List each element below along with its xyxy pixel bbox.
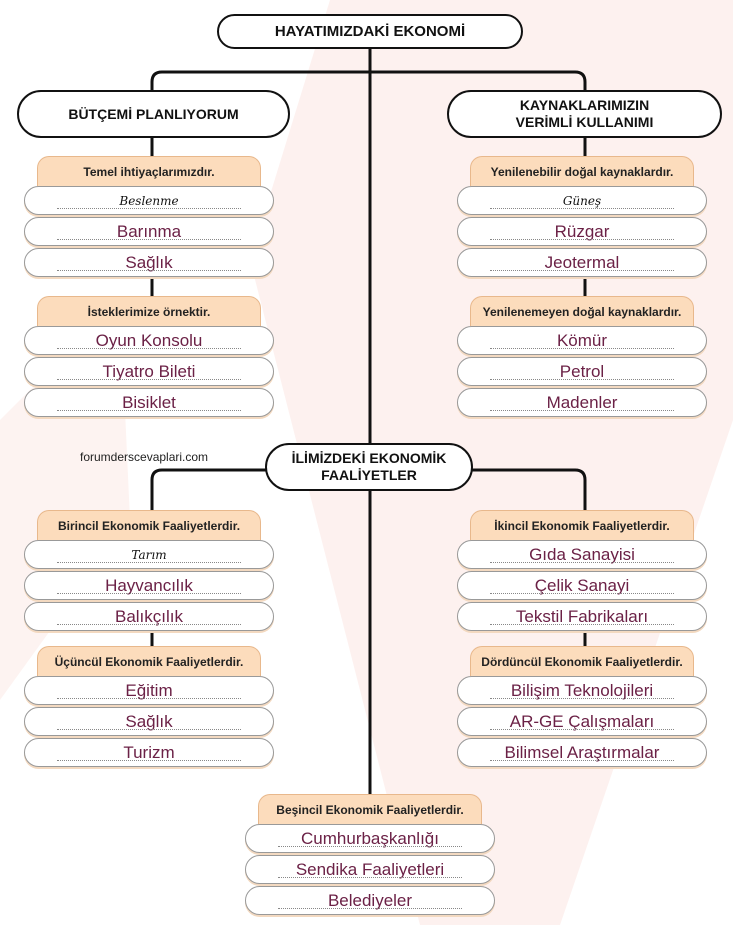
- list-item: Eğitim: [24, 676, 274, 705]
- list-item: Petrol: [457, 357, 707, 386]
- list-item: Madenler: [457, 388, 707, 417]
- list-item: Kömür: [457, 326, 707, 355]
- group-header: Dördüncül Ekonomik Faaliyetlerdir.: [470, 646, 694, 676]
- list-item: AR-GE Çalışmaları: [457, 707, 707, 736]
- group-header: Üçüncül Ekonomik Faaliyetlerdir.: [37, 646, 261, 676]
- group-secondary: İkincil Ekonomik Faaliyetlerdir. Gıda Sa…: [457, 510, 707, 633]
- list-item: Beslenme: [24, 186, 274, 215]
- list-item: Bilişim Teknolojileri: [457, 676, 707, 705]
- branch-resources-line2: VERİMLİ KULLANIMI: [515, 114, 654, 130]
- branch-local-line1: İLİMİZDEKİ EKONOMİK: [291, 450, 447, 466]
- group-nonrenewable: Yenilenemeyen doğal kaynaklardır. Kömür …: [457, 296, 707, 419]
- list-item: Çelik Sanayi: [457, 571, 707, 600]
- group-header: Yenilenemeyen doğal kaynaklardır.: [470, 296, 694, 326]
- group-basic-needs: Temel ihtiyaçlarımızdır. Beslenme Barınm…: [24, 156, 274, 279]
- group-header: İkincil Ekonomik Faaliyetlerdir.: [470, 510, 694, 540]
- list-item: Sağlık: [24, 707, 274, 736]
- branch-resources-line1: KAYNAKLARIMIZIN: [519, 97, 650, 113]
- group-header: Beşincil Ekonomik Faaliyetlerdir.: [258, 794, 482, 824]
- group-header: Temel ihtiyaçlarımızdır.: [37, 156, 261, 186]
- group-tertiary: Üçüncül Ekonomik Faaliyetlerdir. Eğitim …: [24, 646, 274, 769]
- list-item: Tekstil Fabrikaları: [457, 602, 707, 631]
- watermark: forumderscevaplari.com: [80, 450, 209, 464]
- list-item: Bilimsel Araştırmalar: [457, 738, 707, 767]
- list-item: Sendika Faaliyetleri: [245, 855, 495, 884]
- main-title: HAYATIMIZDAKİ EKONOMİ: [217, 14, 523, 49]
- list-item: Gıda Sanayisi: [457, 540, 707, 569]
- group-primary: Birincil Ekonomik Faaliyetlerdir. Tarım …: [24, 510, 274, 633]
- branch-budget: BÜTÇEMİ PLANLIYORUM: [17, 90, 290, 138]
- group-wants: İsteklerimize örnektir. Oyun Konsolu Tiy…: [24, 296, 274, 419]
- list-item: Turizm: [24, 738, 274, 767]
- list-item: Cumhurbaşkanlığı: [245, 824, 495, 853]
- list-item: Oyun Konsolu: [24, 326, 274, 355]
- group-header: İsteklerimize örnektir.: [37, 296, 261, 326]
- list-item: Tiyatro Bileti: [24, 357, 274, 386]
- list-item: Barınma: [24, 217, 274, 246]
- list-item: Hayvancılık: [24, 571, 274, 600]
- branch-local-line2: FAALİYETLER: [321, 467, 417, 483]
- list-item: Güneş: [457, 186, 707, 215]
- list-item: Balıkçılık: [24, 602, 274, 631]
- list-item: Belediyeler: [245, 886, 495, 915]
- group-header: Yenilenebilir doğal kaynaklardır.: [470, 156, 694, 186]
- group-quinary: Beşincil Ekonomik Faaliyetlerdir. Cumhur…: [245, 794, 495, 917]
- list-item: Rüzgar: [457, 217, 707, 246]
- group-quaternary: Dördüncül Ekonomik Faaliyetlerdir. Biliş…: [457, 646, 707, 769]
- list-item: Sağlık: [24, 248, 274, 277]
- group-header: Birincil Ekonomik Faaliyetlerdir.: [37, 510, 261, 540]
- list-item: Jeotermal: [457, 248, 707, 277]
- list-item: Bisiklet: [24, 388, 274, 417]
- list-item: Tarım: [24, 540, 274, 569]
- group-renewable: Yenilenebilir doğal kaynaklardır. Güneş …: [457, 156, 707, 279]
